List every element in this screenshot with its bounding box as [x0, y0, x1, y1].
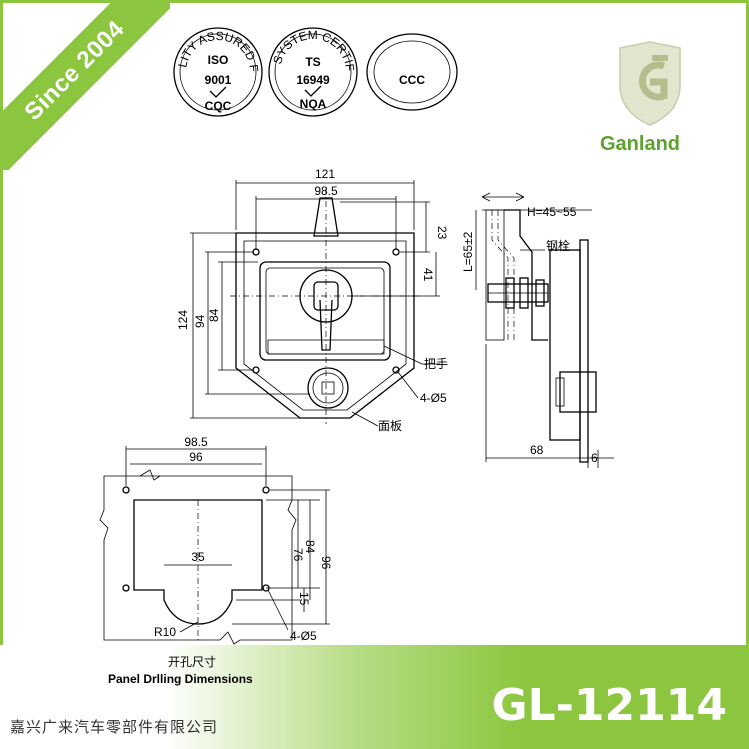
ts-line1: TS	[305, 55, 320, 69]
front-dim-center: 41	[421, 268, 435, 282]
iso-check-icon	[209, 86, 227, 98]
cutout-dim-84: 84	[303, 540, 317, 554]
cutout-dim-notch: 35	[191, 550, 205, 564]
cutout-dim-hole-span: 98.5	[184, 435, 208, 449]
iso-line2: 9001	[205, 73, 232, 87]
handle-label: 把手	[424, 357, 448, 371]
ts-check-icon	[304, 85, 322, 97]
cutout-dim-76: 76	[291, 548, 305, 562]
cutout-title-cn: 开孔尺寸	[168, 655, 216, 669]
front-dim-height: 124	[176, 310, 190, 330]
cutout-dim-width: 96	[189, 450, 203, 464]
ts-mark: NQA	[300, 97, 327, 111]
ts-seal: QUALITY SYSTEM CERTIFICATION TS 16949 NQ…	[0, 0, 358, 117]
side-dim-l: L=65±2	[461, 231, 475, 272]
ccc-seal: CCC	[366, 33, 458, 111]
cutout-holes-label: 4-Ø5	[290, 629, 317, 643]
cutout-radius: R10	[154, 625, 176, 639]
ganland-logo	[619, 41, 681, 126]
model-number: GL-12114	[491, 680, 728, 731]
side-dim-width: 68	[530, 443, 544, 457]
footer-band	[0, 645, 749, 749]
cutout-dim-96: 96	[319, 556, 333, 570]
bolt-label: 钢栓	[546, 238, 570, 253]
cutout-drawing: 98.5 96 35 76 84 96 15 R10 4-Ø5 开孔尺寸 Pan…	[99, 435, 333, 686]
side-dim-h: H=45~55	[527, 205, 577, 219]
ts-line2: 16949	[296, 73, 330, 87]
front-holes-label: 4-Ø5	[420, 391, 447, 405]
iso-mark: CQC	[205, 99, 232, 113]
panel-label: 面板	[378, 419, 402, 433]
iso-seal: QUALITY ASSURED FIRM ISO 9001 CQC	[0, 0, 263, 117]
company-name: 嘉兴广来汽车零部件有限公司	[10, 719, 219, 736]
iso-line1: ISO	[208, 53, 229, 67]
cutout-dim-15: 15	[297, 592, 311, 606]
front-view: 121 98.5 23 41 124 94 84 把手 4-Ø5 面板	[176, 167, 449, 433]
front-dim-hole-span: 98.5	[314, 184, 338, 198]
side-dim-thick: 6	[591, 451, 598, 465]
front-dim-top: 23	[435, 226, 449, 240]
front-dim-width: 121	[315, 167, 335, 181]
double-arrow-icon	[481, 192, 525, 202]
ccc-label: CCC	[399, 73, 425, 87]
brand-name: Ganland	[600, 133, 681, 155]
front-dim-inner: 84	[207, 308, 221, 322]
front-dim-mid: 94	[193, 314, 207, 328]
cutout-title-en: Panel Drlling Dimensions	[108, 672, 253, 686]
side-view: H=45~55 L=65±2 钢栓 68 6	[461, 192, 614, 468]
